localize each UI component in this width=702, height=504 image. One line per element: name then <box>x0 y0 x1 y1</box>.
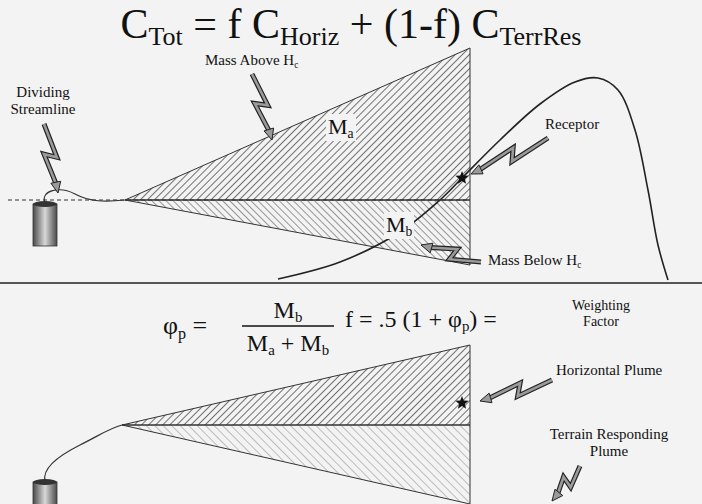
pointer-outline <box>479 138 548 170</box>
mass-above-label: Mass Above Hc <box>205 52 298 70</box>
label-text: Horizontal Plume <box>556 362 662 378</box>
ground-line <box>0 282 702 284</box>
lightning-pointer <box>480 380 552 403</box>
mass-b-symbol: Mb <box>384 212 414 239</box>
label-text: Mass Above H <box>205 52 294 68</box>
horizontal-plume-label: Horizontal Plume <box>556 362 662 379</box>
pointer-head <box>51 181 61 193</box>
label-text: + M <box>281 330 322 356</box>
label-text: Dividing Streamline <box>11 84 76 117</box>
subscript: a <box>268 342 275 358</box>
stack <box>33 204 57 246</box>
pointer-outline <box>489 380 552 398</box>
stack-top <box>33 201 57 207</box>
pointer-fill <box>252 74 269 131</box>
mass-above-plume <box>125 48 470 200</box>
weighting-factor-note: Weighting Factor <box>562 298 640 330</box>
label-text: f = .5 (1 + φ <box>345 306 462 332</box>
subscript: b <box>406 224 413 239</box>
lightning-pointer <box>421 243 481 262</box>
pointer-head <box>471 165 483 174</box>
horizontal-plume <box>122 345 470 425</box>
fraction-denominator: Ma + Mb <box>242 330 334 359</box>
pointer-outline <box>558 466 580 494</box>
mass-below-label: Mass Below Hc <box>486 252 583 270</box>
subscript: Tot <box>149 22 183 51</box>
lightning-pointer <box>471 138 548 174</box>
label-text: Terrain Responding Plume <box>550 426 669 459</box>
dividing-streamline-label: Dividing Streamline <box>4 84 82 119</box>
subscript: c <box>577 260 581 270</box>
subscript: b <box>322 342 329 358</box>
subscript: b <box>295 309 302 325</box>
phi-equation: φp = <box>163 311 207 343</box>
label-text: = f C <box>193 1 280 47</box>
label-text: Weighting Factor <box>572 298 630 329</box>
pointer-head <box>421 243 433 253</box>
subscript: TerrRes <box>499 22 581 51</box>
label-text: φ <box>163 311 178 340</box>
label-text: M <box>274 297 295 323</box>
mass-a-symbol: Ma <box>326 114 356 141</box>
label-text: M <box>386 212 406 237</box>
label-text: Receptor <box>545 116 599 132</box>
subscript: a <box>348 126 354 141</box>
pointer-head <box>264 128 274 140</box>
lightning-pointer <box>552 466 580 501</box>
subscript: c <box>294 60 298 70</box>
plume-rise-line <box>45 425 122 481</box>
fraction-numerator: Mb <box>242 297 334 326</box>
terrain-hill <box>278 78 668 280</box>
pointer-head <box>480 393 492 403</box>
label-text: C <box>120 1 148 47</box>
lightning-pointer <box>252 74 274 140</box>
receptor-star <box>455 171 468 184</box>
mass-below-plume <box>125 200 470 265</box>
receptor-star <box>455 396 468 409</box>
lightning-pointer <box>44 124 61 193</box>
formula: CTot = f CHoriz + (1-f) CTerrRes <box>0 0 702 52</box>
pointer-fill <box>558 466 580 494</box>
label-text: + (1-f) C <box>350 1 500 47</box>
stack-top <box>33 479 57 485</box>
subscript: p <box>178 325 186 342</box>
weighting-equation: f = .5 (1 + φp) = <box>345 306 497 335</box>
label-text: ) = <box>469 306 497 332</box>
dividing-streamline <box>8 199 470 200</box>
subscript: Horiz <box>280 22 339 51</box>
subscript: p <box>462 318 469 334</box>
pointer-outline <box>430 247 481 262</box>
pointer-fill <box>44 124 57 184</box>
pointer-outline <box>252 74 269 131</box>
label-text: M <box>247 330 268 356</box>
terrain-plume-label: Terrain Responding Plume <box>544 426 674 461</box>
label-text: M <box>328 114 348 139</box>
pointer-fill <box>430 247 481 262</box>
stack <box>33 482 57 504</box>
plume-rise-line <box>44 190 125 203</box>
pointer-fill <box>479 138 548 170</box>
fraction-bar <box>242 325 334 327</box>
terrain-responding-plume <box>122 425 470 504</box>
pointer-outline <box>44 124 57 184</box>
pointer-head <box>552 489 563 501</box>
label-text: Mass Below H <box>488 252 577 268</box>
pointer-fill <box>489 380 552 398</box>
receptor-label: Receptor <box>543 116 601 133</box>
label-text: = <box>193 311 208 340</box>
